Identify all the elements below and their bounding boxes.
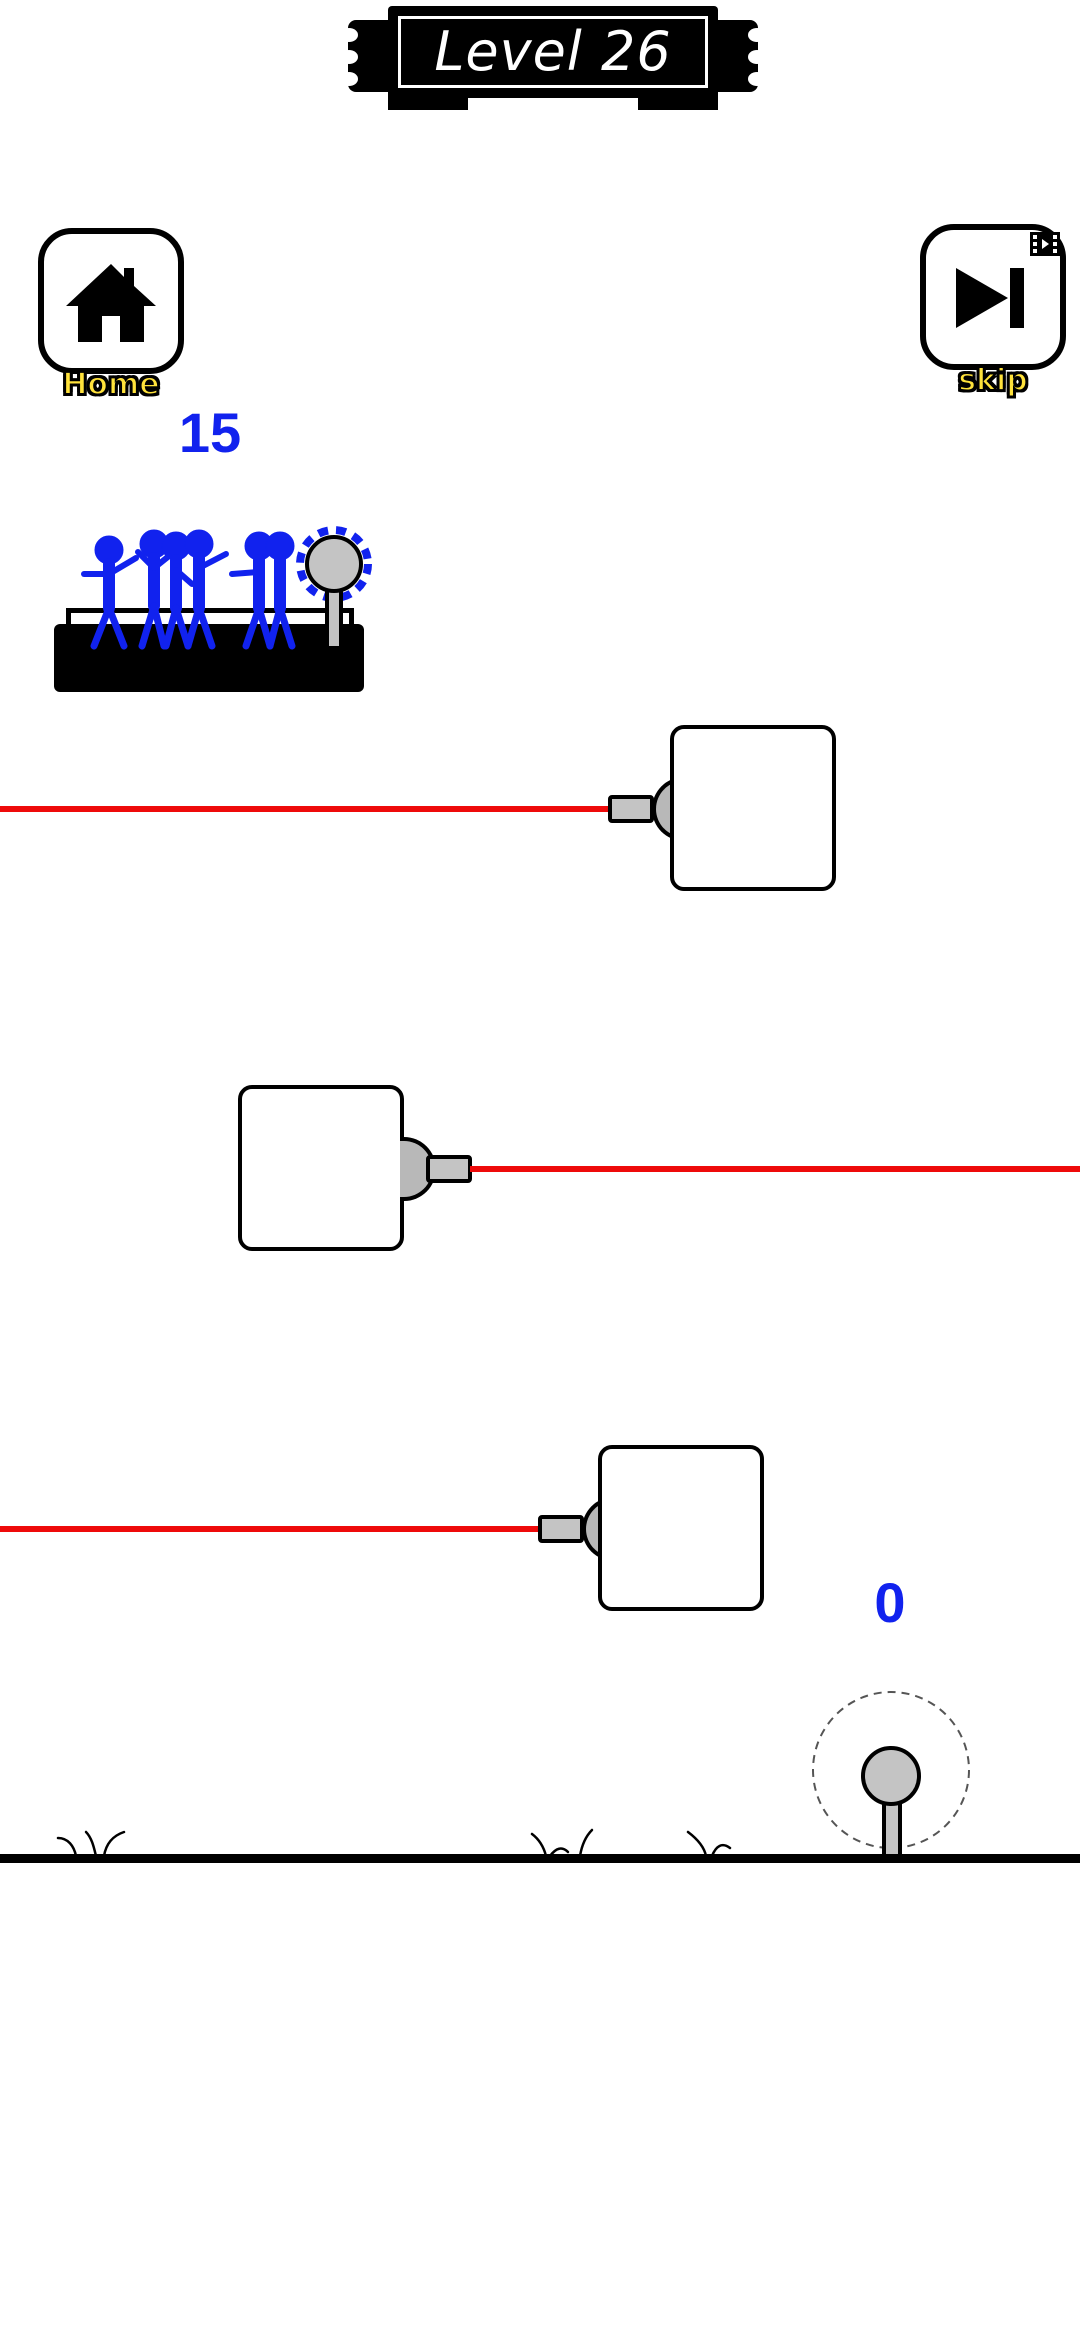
turret-nozzle bbox=[608, 795, 654, 823]
target-count: 0 bbox=[874, 1571, 906, 1634]
home-button[interactable]: Home bbox=[38, 228, 184, 403]
exit-pin[interactable] bbox=[294, 520, 374, 660]
crowd-platform bbox=[54, 526, 374, 696]
skip-label: skip bbox=[957, 362, 1029, 399]
crowd-count: 15 bbox=[178, 401, 242, 464]
stickman bbox=[184, 529, 229, 650]
stickman bbox=[265, 531, 296, 650]
laser-beam bbox=[0, 806, 612, 812]
home-label: Home bbox=[61, 366, 160, 403]
ground-line bbox=[0, 1854, 1080, 1863]
skip-button[interactable]: skip bbox=[920, 224, 1066, 399]
laser-turret[interactable] bbox=[238, 1085, 404, 1251]
laser-beam bbox=[470, 1166, 1080, 1172]
laser-turret[interactable] bbox=[598, 1445, 764, 1611]
skip-button-frame[interactable] bbox=[920, 224, 1066, 370]
turret-nozzle bbox=[426, 1155, 472, 1183]
target-pin[interactable] bbox=[808, 1690, 974, 1860]
stickman bbox=[81, 535, 139, 650]
home-button-frame[interactable] bbox=[38, 228, 184, 374]
stickman-crowd bbox=[81, 529, 296, 650]
laser-turret[interactable] bbox=[670, 725, 836, 891]
house-icon bbox=[66, 264, 156, 342]
level-banner: Level 26 bbox=[340, 6, 766, 110]
laser-beam bbox=[0, 1526, 540, 1532]
level-title: Level 26 bbox=[434, 20, 672, 83]
stickman bbox=[161, 531, 195, 650]
video-ad-icon bbox=[1030, 232, 1060, 256]
turret-nozzle bbox=[538, 1515, 584, 1543]
skip-next-icon bbox=[956, 268, 1024, 328]
